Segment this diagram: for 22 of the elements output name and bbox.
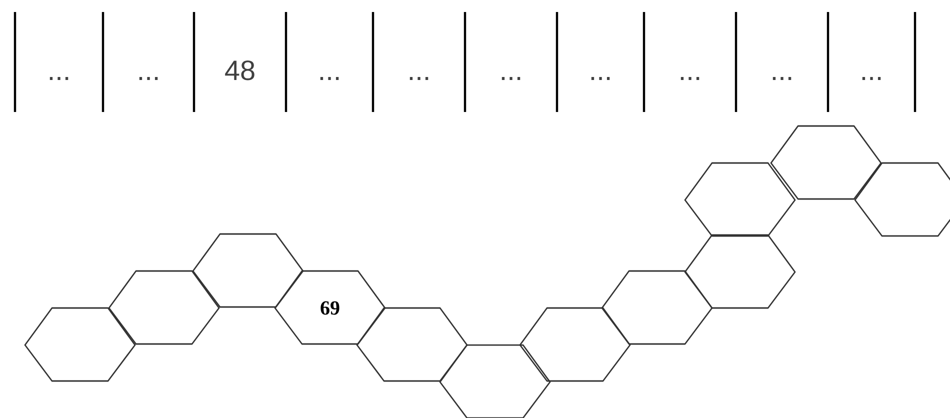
cell-value: ... <box>320 77 339 80</box>
hexagon-cell <box>439 344 551 418</box>
hexagon-cell <box>684 234 796 309</box>
hexagon-cell <box>770 125 882 200</box>
cell-value: 48 <box>225 60 254 80</box>
hexagon-cell <box>192 233 304 308</box>
cell-value: ... <box>591 77 610 80</box>
cell-value: ... <box>139 77 158 80</box>
cell-value: ... <box>680 77 700 80</box>
cell-value: ... <box>862 77 881 80</box>
cell-value: ... <box>50 77 68 80</box>
hexagon-cell <box>356 307 468 382</box>
cell-value: ... <box>502 77 520 80</box>
hexagon-cell: 69 <box>274 270 386 345</box>
hexagon-cell <box>684 162 796 237</box>
cell-value: ... <box>772 77 792 80</box>
hexagon-cell <box>854 162 950 237</box>
hexagon-cell <box>24 307 136 382</box>
hexagon-cell <box>108 270 220 345</box>
cell-value: ... <box>410 77 428 80</box>
hexagon-cell <box>519 307 631 382</box>
hexagon-cell <box>601 270 713 345</box>
